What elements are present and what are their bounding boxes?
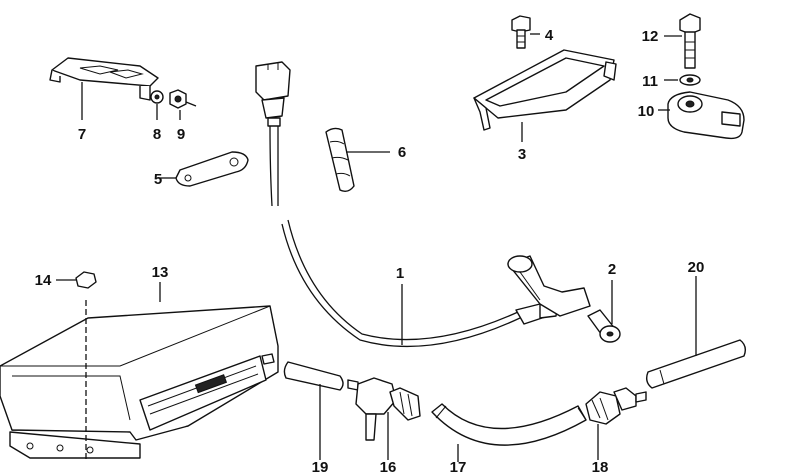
callout-13: 13 bbox=[152, 264, 169, 281]
part-8-washer bbox=[150, 90, 164, 120]
part-10-knock-sensor bbox=[658, 91, 745, 140]
part-9-nut bbox=[169, 89, 197, 120]
callout-9: 9 bbox=[177, 126, 185, 143]
part-4-bolt bbox=[511, 15, 540, 49]
part-12-bolt bbox=[664, 13, 701, 69]
callout-7: 7 bbox=[78, 126, 86, 143]
part-16-valve bbox=[347, 377, 421, 460]
part-1-sensor-cable bbox=[255, 61, 591, 348]
part-14-clip bbox=[56, 271, 97, 289]
callout-12: 12 bbox=[642, 28, 659, 45]
callout-4: 4 bbox=[545, 27, 554, 44]
callout-2: 2 bbox=[608, 261, 616, 278]
part-13-control-unit bbox=[0, 282, 279, 460]
part-6-hose-piece bbox=[325, 127, 390, 193]
part-17-bent-hose bbox=[431, 403, 587, 462]
callout-14: 14 bbox=[35, 272, 52, 289]
part-2-screw bbox=[587, 280, 621, 343]
callout-11: 11 bbox=[642, 73, 658, 90]
callout-17: 17 bbox=[450, 459, 467, 473]
part-20-hose bbox=[645, 276, 747, 389]
callout-6: 6 bbox=[398, 144, 406, 161]
part-3-cover bbox=[473, 49, 617, 142]
part-7-bracket bbox=[49, 57, 159, 120]
callout-19: 19 bbox=[312, 459, 329, 473]
callout-10: 10 bbox=[638, 103, 655, 120]
part-5-plate bbox=[160, 151, 249, 187]
callout-1: 1 bbox=[396, 265, 404, 282]
part-11-washer bbox=[664, 74, 701, 86]
callout-8: 8 bbox=[153, 126, 161, 143]
callout-5: 5 bbox=[154, 171, 162, 188]
callout-3: 3 bbox=[518, 146, 526, 163]
part-18-valve bbox=[585, 387, 647, 460]
callout-18: 18 bbox=[592, 459, 609, 473]
callout-20: 20 bbox=[688, 259, 705, 276]
part-19-hose bbox=[283, 361, 344, 460]
callout-16: 16 bbox=[380, 459, 397, 473]
